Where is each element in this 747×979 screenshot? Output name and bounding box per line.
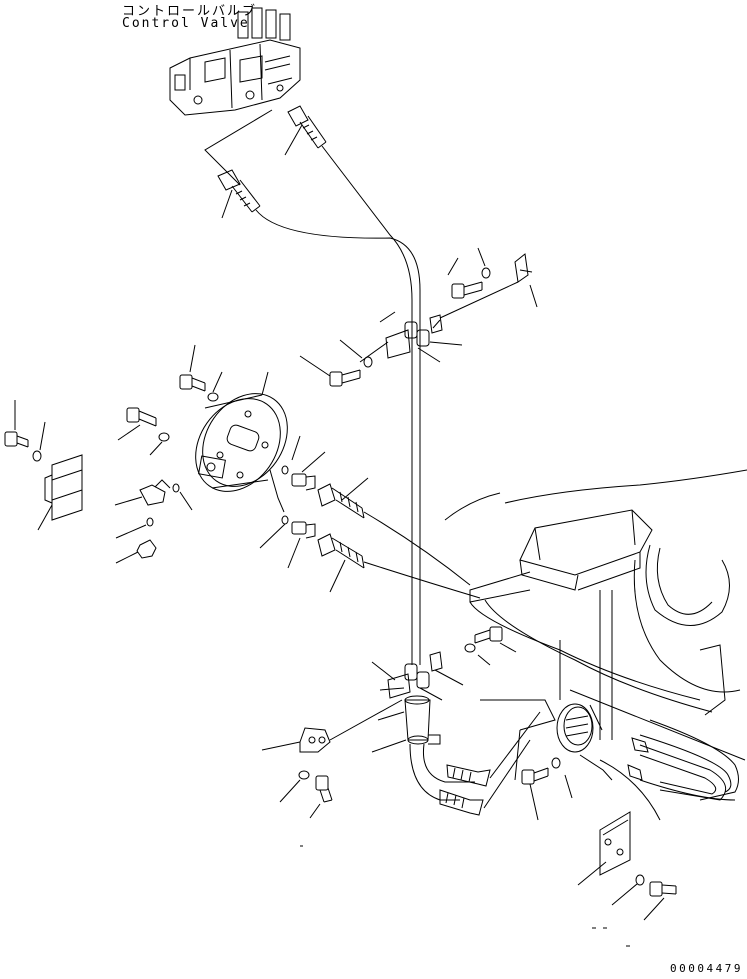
cover-plate-lower-right xyxy=(578,812,676,920)
right-hose-loop xyxy=(628,738,726,800)
bolt-lower-right-clamp xyxy=(465,627,516,665)
bolt-mid-left xyxy=(300,340,388,386)
bolt-left-upper xyxy=(180,345,222,401)
connectors-right-of-flange xyxy=(260,436,325,568)
control-valve xyxy=(170,8,300,115)
valve-leader-a xyxy=(205,110,272,185)
hose-end-bottom-lower xyxy=(440,740,530,815)
hose-end-bottom-upper xyxy=(447,712,540,786)
hose-end-lower xyxy=(318,534,480,598)
hose-end-upper xyxy=(318,478,470,585)
clamp-lower xyxy=(372,652,463,700)
bracket-lower-left xyxy=(262,700,402,818)
bolt-frame-bottom xyxy=(522,758,572,820)
machine-frame xyxy=(445,470,747,820)
bolt-left-mid xyxy=(118,408,169,455)
small-tick-marks xyxy=(300,846,630,946)
hose-fitting-upper-left xyxy=(218,170,260,218)
drawing-code: 00004479 xyxy=(670,962,743,975)
cover-plate-round xyxy=(557,704,612,780)
clamp-upper xyxy=(380,312,462,362)
hose-fitting-upper-right xyxy=(285,106,326,155)
hose-line-a xyxy=(322,146,412,665)
bolt-far-left xyxy=(5,400,45,461)
junction-tee xyxy=(372,696,475,800)
swivel-flange xyxy=(178,372,305,512)
control-valve-label-en: Control Valve xyxy=(122,16,250,31)
elbow-fitting xyxy=(115,480,192,563)
control-valve-label-jp: コントロールバルブ xyxy=(122,4,258,19)
bolt-upper-right xyxy=(440,248,537,318)
hose-line-b xyxy=(256,210,420,665)
bracket-far-left xyxy=(38,455,82,530)
